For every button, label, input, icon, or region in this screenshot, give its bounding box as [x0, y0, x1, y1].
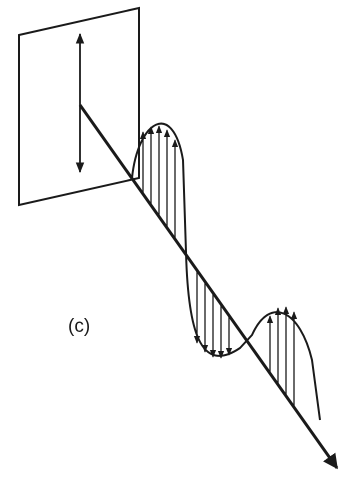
- wave-curve: [131, 122, 321, 421]
- panel-label: (c): [68, 316, 90, 337]
- field-vector-arrows: [139, 125, 298, 408]
- polarization-plane: [18, 6, 140, 207]
- propagation-axis-arrow: [78, 104, 339, 470]
